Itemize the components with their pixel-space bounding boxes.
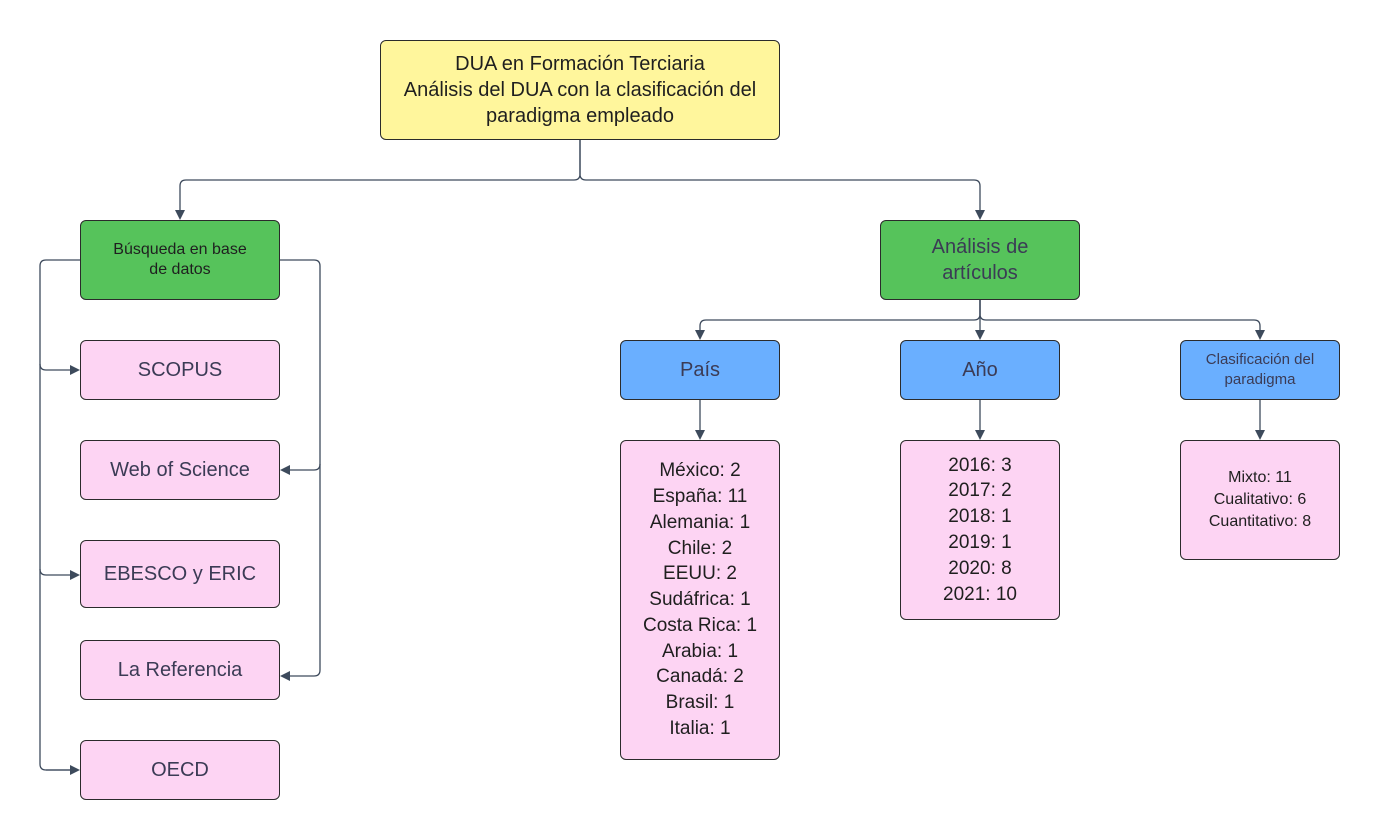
anio-label: Año <box>962 358 998 381</box>
clasificacion-list: Mixto: 11 Cualitativo: 6 Cuantitativo: 8 <box>1180 440 1340 560</box>
anio-item: 2019: 1 <box>948 532 1012 553</box>
connector-analisis-pais <box>695 300 981 340</box>
database-la-referencia: La Referencia <box>80 640 280 700</box>
connector-root-busqueda <box>175 140 581 220</box>
pais-label: País <box>679 358 721 381</box>
anio-item: 2021: 10 <box>943 583 1017 605</box>
clasificacion-label: Clasificación del paradigma <box>1205 351 1315 388</box>
database-ebesco-eric: EBESCO y ERIC <box>80 540 280 608</box>
anio-node: Año <box>900 340 1060 400</box>
pais-item: Chile: 2 <box>667 537 733 559</box>
pais-item: Sudáfrica: 1 <box>649 589 751 611</box>
database-scopus: SCOPUS <box>80 340 280 400</box>
database-oecd: OECD <box>80 740 280 800</box>
busqueda-node: Búsqueda en base de datos <box>80 220 280 300</box>
database-label: OECD <box>151 758 209 781</box>
analisis-label: Análisis de artículos <box>931 236 1029 284</box>
connector-to-ebesco <box>39 568 80 580</box>
pais-item: EEUU: 2 <box>663 563 737 585</box>
database-label: EBESCO y ERIC <box>103 562 257 585</box>
connector-analisis-clasificacion <box>979 300 1265 340</box>
anio-item: 2017: 2 <box>948 480 1012 502</box>
pais-item: Canadá: 2 <box>656 666 744 688</box>
pais-item: México: 2 <box>659 460 741 482</box>
root-subtitle-line1: Análisis del DUA con la clasificación de… <box>403 79 757 101</box>
root-node: DUA en Formación Terciaria Análisis del … <box>380 40 780 140</box>
pais-node: País <box>620 340 780 400</box>
connector-root-analisis <box>579 140 985 220</box>
pais-item: Brasil: 1 <box>665 692 735 714</box>
anio-item: 2020: 8 <box>948 557 1012 579</box>
anio-list: 2016: 3 2017: 2 2018: 1 2019: 1 2020: 8 … <box>900 440 1060 620</box>
root-subtitle-line2: paradigma empleado <box>486 105 674 127</box>
busqueda-label: Búsqueda en base de datos <box>113 241 247 278</box>
connector-left-bracket <box>39 259 80 771</box>
connector-to-wos <box>280 463 321 475</box>
pais-item: Costa Rica: 1 <box>642 614 758 636</box>
anio-item: 2016: 3 <box>948 454 1012 476</box>
connector-to-scopus <box>39 363 80 375</box>
analisis-node: Análisis de artículos <box>880 220 1080 300</box>
pais-item: Arabia: 1 <box>661 640 739 662</box>
root-title: DUA en Formación Terciaria <box>455 53 705 75</box>
database-web-of-science: Web of Science <box>80 440 280 500</box>
anio-item: 2018: 1 <box>948 506 1012 528</box>
clasificacion-node: Clasificación del paradigma <box>1180 340 1340 400</box>
pais-item: España: 11 <box>652 485 748 507</box>
pais-item: Italia: 1 <box>669 718 731 740</box>
clasificacion-item: Mixto: 11 <box>1228 469 1292 486</box>
database-label: Web of Science <box>110 458 250 481</box>
database-label: SCOPUS <box>137 358 223 381</box>
clasificacion-item: Cuantitativo: 8 <box>1208 513 1312 530</box>
pais-item: Alemania: 1 <box>649 511 751 533</box>
connector-right-bracket <box>280 259 321 681</box>
database-label: La Referencia <box>117 658 243 681</box>
clasificacion-item: Cualitativo: 6 <box>1213 491 1307 508</box>
pais-list: México: 2 España: 11 Alemania: 1 Chile: … <box>620 440 780 760</box>
